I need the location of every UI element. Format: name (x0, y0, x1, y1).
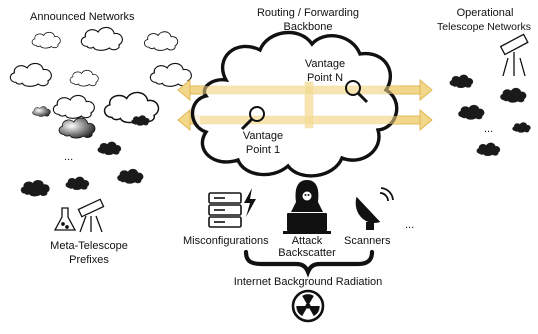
cloud-icon (58, 117, 96, 139)
attack-backscatter-line1: Attack (291, 235, 323, 247)
cloud-icon (500, 87, 527, 103)
cloud-icon (31, 31, 61, 49)
cloud-icon (97, 141, 122, 156)
misconfigurations-label: Misconfigurations (183, 235, 269, 247)
ibr-label: Internet Background Radiation (233, 276, 383, 288)
operational-label-line1: Operational (456, 7, 514, 19)
magnifier-icon (240, 106, 265, 131)
operational-label-line2: Telescope Networks (437, 21, 531, 33)
arrow-icon (177, 78, 191, 102)
announced-networks-label: Announced Networks (30, 11, 135, 23)
hacker-icon (283, 180, 331, 234)
server-icon (208, 192, 242, 228)
cloud-icon (149, 62, 192, 87)
cloud-icon (52, 94, 95, 119)
cloud-icon (103, 91, 160, 124)
cloud-icon (20, 180, 50, 197)
brace-icon (243, 249, 375, 278)
ellipsis-sources: ... (405, 219, 415, 231)
cloud-icon (65, 176, 90, 191)
cloud-icon (512, 122, 531, 133)
backbone-cloud (190, 30, 399, 178)
vantage-point-1-line1: Vantage (242, 130, 284, 142)
telescope-icon (77, 198, 105, 233)
scanners-label: Scanners (344, 235, 391, 247)
cloud-icon (32, 106, 51, 117)
vantage-point-n-line2: Point N (306, 72, 344, 84)
vantage-point-1-line2: Point 1 (245, 144, 281, 156)
cloud-icon (69, 69, 99, 87)
cloud-icon (449, 74, 474, 89)
satellite-dish-icon (355, 187, 394, 230)
ellipsis-left: ... (64, 151, 74, 163)
cloud-icon (9, 62, 52, 87)
arrow-icon (419, 108, 433, 132)
arrow-icon (177, 108, 191, 132)
attack-backscatter-line2: Backscatter (278, 247, 336, 259)
meta-telescope-label-line2: Prefixes (69, 254, 109, 266)
cloud-icon (458, 104, 485, 120)
backbone-label-line1: Routing / Forwarding (256, 7, 360, 19)
arrow-icon (419, 78, 433, 102)
lightning-icon (244, 188, 256, 217)
backbone-label-line2: Backbone (283, 21, 333, 33)
magnifier-icon (345, 80, 369, 104)
flask-icon (53, 207, 77, 231)
cloud-icon (143, 31, 179, 51)
cloud-icon (80, 26, 123, 51)
cloud-icon (117, 168, 144, 184)
cloud-icon (476, 142, 501, 157)
radiation-icon (291, 289, 325, 323)
vantage-point-n-line1: Vantage (304, 58, 346, 70)
ellipsis-right: ... (484, 123, 494, 135)
telescope-icon (499, 33, 529, 77)
meta-telescope-label-line1: Meta-Telescope (50, 240, 128, 252)
operational-clouds (449, 74, 531, 157)
